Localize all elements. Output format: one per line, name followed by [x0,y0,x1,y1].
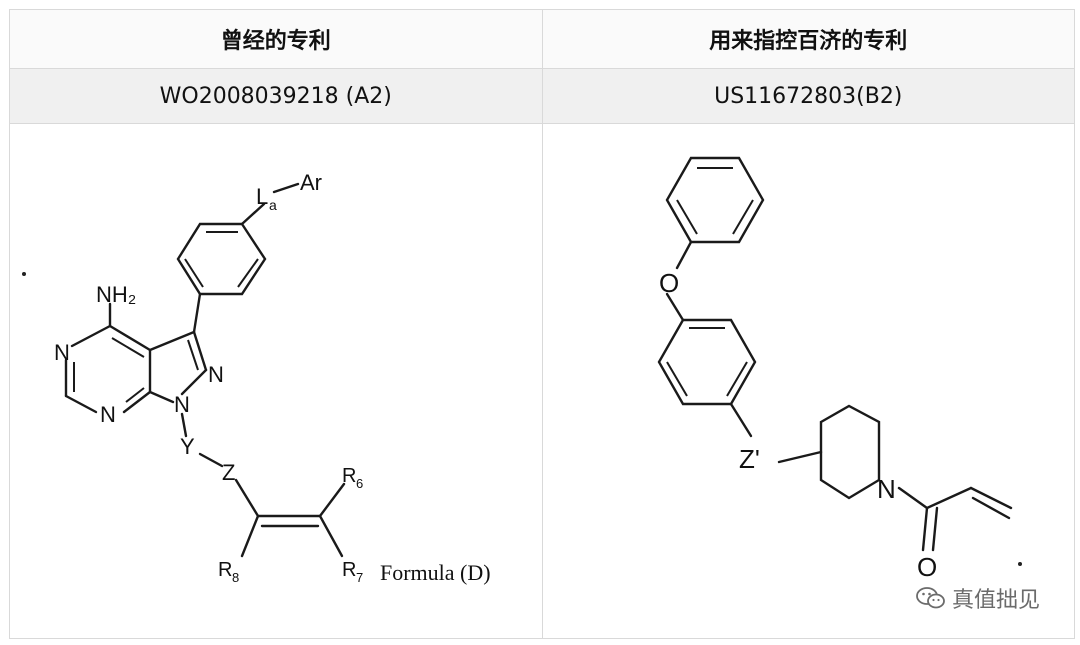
label-o-ether: O [659,268,679,298]
left-structure-cell: L a Ar NH₂ N N N N Y Z R 6 R 7 R 8 Formu [9,123,543,639]
structure-row: L a Ar NH₂ N N N N Y Z R 6 R 7 R 8 Formu [9,123,1075,639]
header-accusing-patent: 用来指控百济的专利 [541,9,1075,69]
label-r7-sub: 7 [356,570,363,585]
label-z: Z [222,460,235,485]
label-n-pyrimidine-top: N [54,340,70,365]
header-previous-patent: 曾经的专利 [9,9,543,69]
patent-comparison-table: 曾经的专利 用来指控百济的专利 WO2008039218 (A2) US1167… [9,9,1075,639]
label-n-pyrimidine-bottom: N [100,402,116,427]
wechat-icon [916,587,945,609]
bond-lines [657,156,1012,552]
label-r6: R [342,465,356,487]
label-l-sub: a [269,197,277,213]
label-o-carbonyl: O [917,552,937,582]
patent-number-left: WO2008039218 (A2) [9,68,543,124]
stray-dot [1018,562,1022,566]
watermark-text: 真值拙见 [951,588,1040,613]
header-row: 曾经的专利 用来指控百济的专利 [9,9,1075,69]
label-ar: Ar [300,170,322,195]
stray-dot [22,272,26,276]
right-structure-cell: O Z' N O 真值拙见 [541,123,1075,639]
formula-label: Formula (D) [380,560,491,585]
label-n-pyrazole: N [208,362,224,387]
left-structure-diagram: L a Ar NH₂ N N N N Y Z R 6 R 7 R 8 Formu [54,170,491,585]
patent-number-row: WO2008039218 (A2) US11672803(B2) [9,68,1075,124]
label-n-piperidine: N [877,474,896,504]
label-r6-sub: 6 [356,476,363,491]
label-r8-sub: 8 [232,570,239,585]
patent-number-right: US11672803(B2) [541,68,1075,124]
label-n1: N [174,392,190,417]
label-y: Y [180,434,195,459]
label-nh2: NH₂ [96,282,136,307]
label-r7: R [342,559,356,581]
label-r8: R [218,559,232,581]
label-l: L [256,184,268,209]
label-z-prime: Z' [739,444,760,474]
right-structure-diagram: O Z' N O [657,156,1012,582]
watermark: 真值拙见 [916,582,1040,614]
bond-lines [64,182,346,558]
